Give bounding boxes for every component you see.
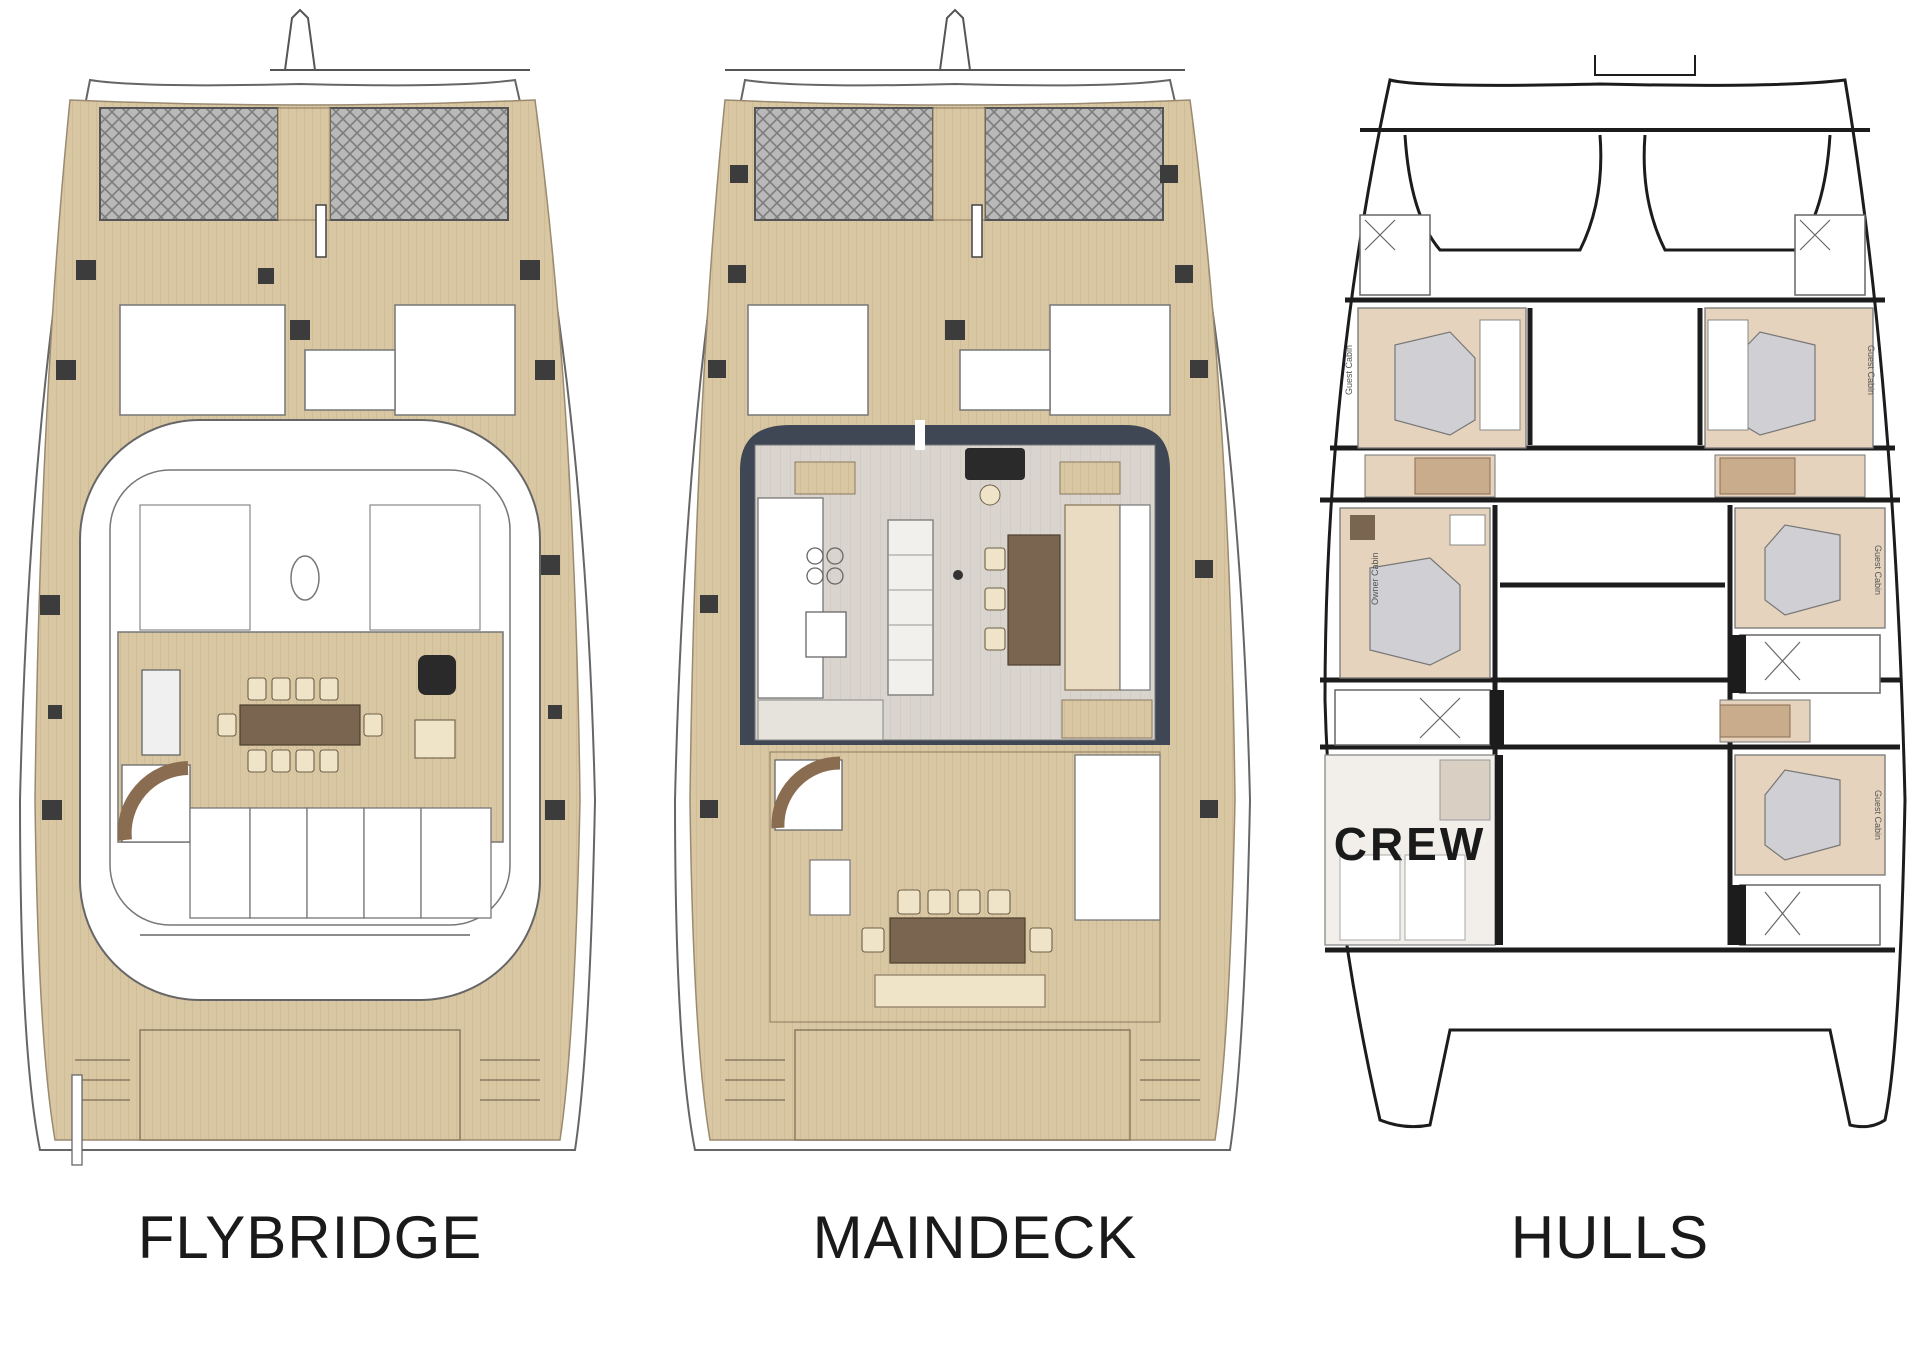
- dining-chairs: [861, 889, 1053, 953]
- helm-chair: [418, 655, 456, 695]
- forward-lounge: [1049, 304, 1171, 416]
- trampoline-right: [329, 107, 509, 221]
- helm-station: [965, 448, 1025, 480]
- hulls-caption: HULLS: [1510, 1204, 1710, 1271]
- forward-beam: [277, 107, 331, 221]
- bow-spike: [938, 8, 972, 71]
- deck-hatches: [700, 165, 1218, 818]
- transom: [139, 1029, 461, 1141]
- cabin-label-guest-aft-stbd: Guest Cabin: [1873, 790, 1883, 840]
- bow-head: [1359, 214, 1431, 296]
- bar-stools: [984, 547, 1006, 651]
- head: [1739, 634, 1881, 694]
- forward-lounge: [747, 304, 869, 416]
- cockpit-dining-table: [889, 917, 1026, 964]
- aft-sunbeds: [189, 807, 492, 919]
- hulls-plan: Guest Cabin Guest Cabin Owner Cabin Gues…: [1320, 55, 1907, 1129]
- flybridge-caption: FLYBRIDGE: [137, 1204, 483, 1271]
- deck-hatches: [40, 260, 565, 820]
- maindeck-caption: MAINDECK: [812, 1204, 1138, 1271]
- bow-head: [1794, 214, 1866, 296]
- flybridge-plan: [18, 8, 597, 1166]
- cooktop: [806, 547, 844, 585]
- transom: [794, 1029, 1131, 1141]
- maindeck-plan: [673, 8, 1252, 1151]
- sofa: [141, 669, 181, 756]
- bow-spike: [283, 8, 317, 71]
- forward-lounge: [394, 304, 516, 416]
- cabin-label-guest-fwd-stbd: Guest Cabin: [1866, 345, 1876, 395]
- flybridge-dining-table: [239, 704, 361, 746]
- head: [1739, 884, 1881, 946]
- trampoline-left: [754, 107, 934, 221]
- cabin-label-guest-fwd-port: Guest Cabin: [1344, 345, 1354, 395]
- kitchen-island: [887, 519, 934, 696]
- head: [1334, 689, 1491, 746]
- dining-chairs: [217, 677, 383, 773]
- forward-lounge: [119, 304, 286, 416]
- cabin-label-owner: Owner Cabin: [1370, 552, 1380, 605]
- trampoline-left: [99, 107, 279, 221]
- bar-table: [1007, 534, 1061, 666]
- cabin-label-guest-mid-stbd: Guest Cabin: [1873, 545, 1883, 595]
- aft-bench: [874, 974, 1046, 1008]
- crew-label: CREW: [1334, 818, 1487, 870]
- galley-counter: [757, 497, 824, 699]
- trampoline-right: [984, 107, 1164, 221]
- saloon-sofa: [1064, 504, 1121, 691]
